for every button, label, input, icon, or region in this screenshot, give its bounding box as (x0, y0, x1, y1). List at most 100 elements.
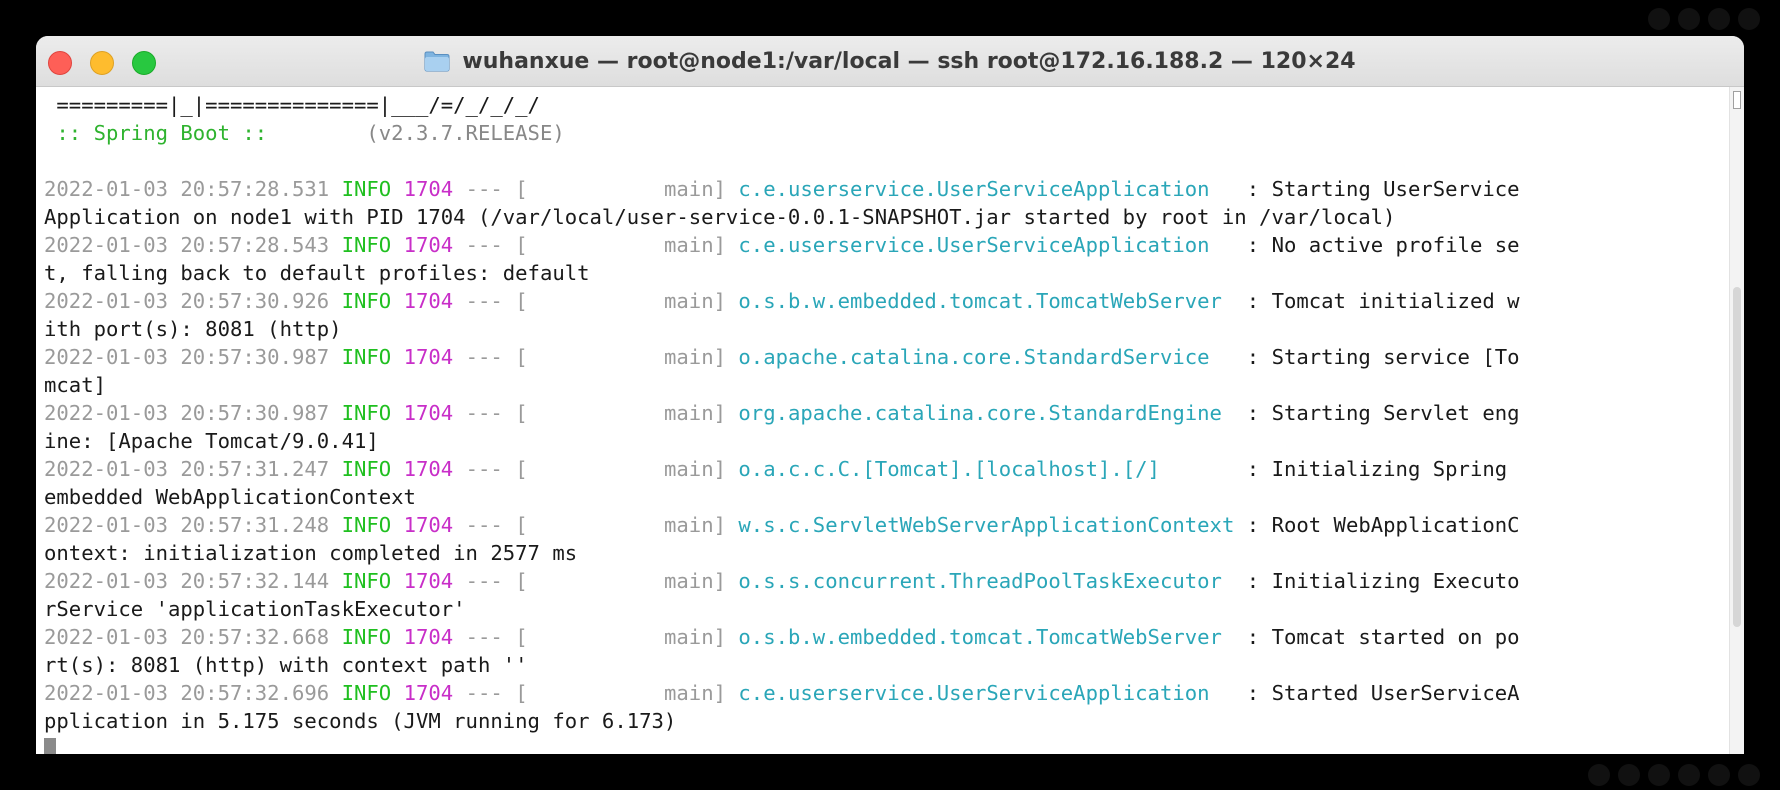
log-timestamp: 2022-01-03 20:57:30.987 (44, 345, 330, 369)
log-continuation: rService 'applicationTaskExecutor' (44, 597, 466, 621)
log-pid: 1704 (403, 681, 454, 705)
log-thread: main] (527, 177, 726, 201)
log-continuation: ith port(s): 8081 (http) (44, 317, 342, 341)
log-logger: o.a.c.c.C.[Tomcat].[localhost].[/] (738, 457, 1160, 481)
log-logger: o.s.b.w.embedded.tomcat.TomcatWebServer (738, 289, 1222, 313)
log-line: 2022-01-03 20:57:30.987 INFO 1704 --- [ … (44, 399, 1730, 427)
log-timestamp: 2022-01-03 20:57:28.531 (44, 177, 330, 201)
log-pid: 1704 (403, 569, 454, 593)
log-continuation: mcat] (44, 373, 106, 397)
log-message: : Tomcat started on po (1246, 625, 1520, 649)
log-timestamp: 2022-01-03 20:57:30.987 (44, 401, 330, 425)
log-separator: --- [ (465, 457, 528, 481)
log-separator: --- [ (465, 681, 528, 705)
log-pid: 1704 (403, 289, 454, 313)
log-message: : Starting UserService (1246, 177, 1520, 201)
log-message: : Initializing Spring (1246, 457, 1508, 481)
close-window-button[interactable] (48, 51, 72, 75)
maximize-window-button[interactable] (132, 51, 156, 75)
log-level: INFO (341, 457, 392, 481)
log-logger: c.e.userservice.UserServiceApplication (738, 233, 1210, 257)
log-logger: o.s.s.concurrent.ThreadPoolTaskExecutor (738, 569, 1222, 593)
log-continuation: Application on node1 with PID 1704 (/var… (44, 205, 1396, 229)
log-thread: main] (527, 457, 726, 481)
log-continuation: ontext: initialization completed in 2577… (44, 541, 578, 565)
log-pid: 1704 (403, 177, 454, 201)
log-continuation: rt(s): 8081 (http) with context path '' (44, 653, 528, 677)
log-separator: --- [ (465, 345, 528, 369)
log-message: : Tomcat initialized w (1246, 289, 1520, 313)
log-thread: main] (527, 401, 726, 425)
log-message: : No active profile se (1246, 233, 1520, 257)
log-thread: main] (527, 233, 726, 257)
log-logger: c.e.userservice.UserServiceApplication (738, 681, 1210, 705)
log-level: INFO (341, 401, 392, 425)
log-thread: main] (527, 569, 726, 593)
scroll-up-arrow-icon[interactable] (1733, 91, 1741, 109)
blank-line (44, 147, 1730, 175)
log-level: INFO (341, 625, 392, 649)
folder-icon (424, 51, 450, 72)
log-level: INFO (341, 513, 392, 537)
log-pid: 1704 (403, 401, 454, 425)
log-line: 2022-01-03 20:57:31.247 INFO 1704 --- [ … (44, 455, 1730, 483)
log-lines: 2022-01-03 20:57:28.531 INFO 1704 --- [ … (44, 175, 1730, 735)
log-level: INFO (341, 233, 392, 257)
log-message: : Started UserServiceA (1246, 681, 1520, 705)
log-line: 2022-01-03 20:57:30.926 INFO 1704 --- [ … (44, 287, 1730, 315)
log-continuation: embedded WebApplicationContext (44, 485, 416, 509)
log-timestamp: 2022-01-03 20:57:31.248 (44, 513, 330, 537)
log-separator: --- [ (465, 401, 528, 425)
log-separator: --- [ (465, 289, 528, 313)
log-message: : Starting service [To (1246, 345, 1520, 369)
log-pid: 1704 (403, 233, 454, 257)
log-separator: --- [ (465, 625, 528, 649)
log-logger: c.e.userservice.UserServiceApplication (738, 177, 1210, 201)
log-thread: main] (527, 625, 726, 649)
log-line: 2022-01-03 20:57:30.987 INFO 1704 --- [ … (44, 343, 1730, 371)
log-level: INFO (341, 345, 392, 369)
log-thread: main] (527, 345, 726, 369)
log-separator: --- [ (465, 569, 528, 593)
terminal-window: wuhanxue — root@node1:/var/local — ssh r… (36, 36, 1744, 754)
log-pid: 1704 (403, 513, 454, 537)
log-message: : Initializing Executo (1246, 569, 1520, 593)
log-continuation: pplication in 5.175 seconds (JVM running… (44, 709, 677, 733)
log-line: 2022-01-03 20:57:28.531 INFO 1704 --- [ … (44, 175, 1730, 203)
log-timestamp: 2022-01-03 20:57:28.543 (44, 233, 330, 257)
log-message: : Starting Servlet eng (1246, 401, 1520, 425)
log-logger: o.s.b.w.embedded.tomcat.TomcatWebServer (738, 625, 1222, 649)
log-pid: 1704 (403, 625, 454, 649)
log-logger: w.s.c.ServletWebServerApplicationContext (738, 513, 1235, 537)
watermark-bottom-right (1588, 764, 1760, 786)
log-timestamp: 2022-01-03 20:57:32.668 (44, 625, 330, 649)
log-level: INFO (341, 177, 392, 201)
log-timestamp: 2022-01-03 20:57:32.696 (44, 681, 330, 705)
scrollbar-thumb[interactable] (1733, 287, 1741, 627)
log-separator: --- [ (465, 513, 528, 537)
log-continuation: ine: [Apache Tomcat/9.0.41] (44, 429, 379, 453)
log-level: INFO (341, 569, 392, 593)
log-line: 2022-01-03 20:57:28.543 INFO 1704 --- [ … (44, 231, 1730, 259)
watermark-top-right (1648, 8, 1760, 30)
log-logger: org.apache.catalina.core.StandardEngine (738, 401, 1222, 425)
minimize-window-button[interactable] (90, 51, 114, 75)
log-pid: 1704 (403, 345, 454, 369)
log-thread: main] (527, 513, 726, 537)
log-line: 2022-01-03 20:57:32.668 INFO 1704 --- [ … (44, 623, 1730, 651)
log-pid: 1704 (403, 457, 454, 481)
spring-boot-version-line: :: Spring Boot :: (v2.3.7.RELEASE) (44, 119, 1730, 147)
window-title: wuhanxue — root@node1:/var/local — ssh r… (462, 48, 1356, 74)
vertical-scrollbar[interactable] (1729, 87, 1744, 754)
log-level: INFO (341, 289, 392, 313)
log-logger: o.apache.catalina.core.StandardService (738, 345, 1210, 369)
spring-boot-label: :: Spring Boot :: (44, 121, 280, 145)
log-line: 2022-01-03 20:57:32.696 INFO 1704 --- [ … (44, 679, 1730, 707)
log-line: 2022-01-03 20:57:31.248 INFO 1704 --- [ … (44, 511, 1730, 539)
terminal-cursor (44, 738, 56, 754)
title-bar[interactable]: wuhanxue — root@node1:/var/local — ssh r… (36, 36, 1744, 87)
log-level: INFO (341, 681, 392, 705)
terminal-output[interactable]: =========|_|==============|___/=/_/_/_/ … (36, 87, 1730, 754)
banner-line: =========|_|==============|___/=/_/_/_/ (44, 93, 540, 117)
spring-boot-version: (v2.3.7.RELEASE) (279, 121, 565, 145)
